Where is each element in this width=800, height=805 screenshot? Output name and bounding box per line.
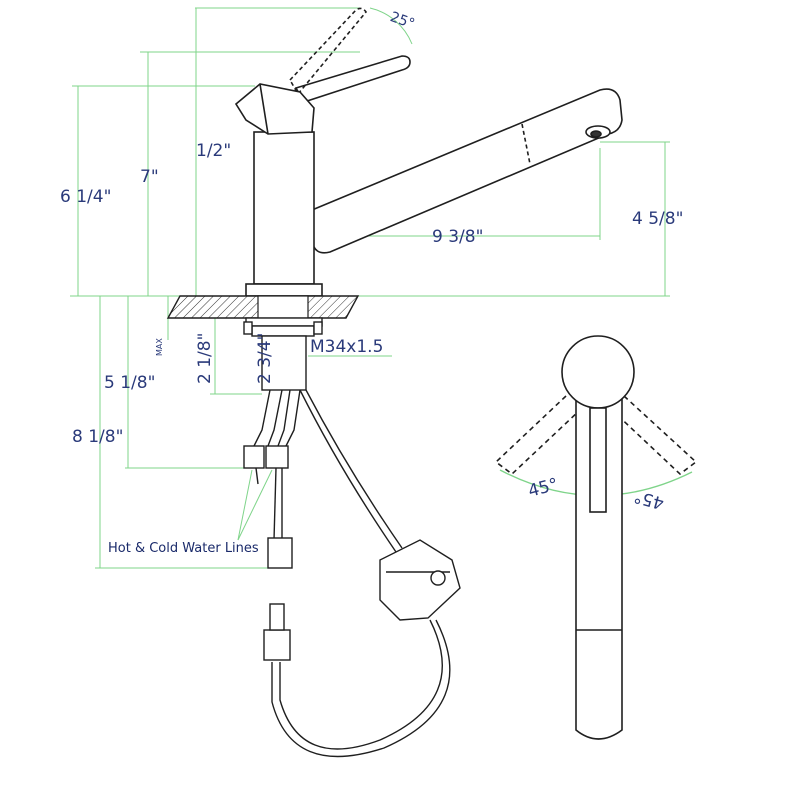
top-body-circle bbox=[561, 335, 635, 409]
overall-height-label: 1/2" bbox=[196, 141, 231, 161]
faucet-body bbox=[253, 131, 315, 285]
counter-deck bbox=[166, 295, 360, 319]
hose-inlet-label: 5 1/8" bbox=[104, 373, 155, 393]
spout-height-label: 7" bbox=[140, 167, 159, 187]
max-tag: MAX bbox=[155, 338, 164, 356]
thread-spec-label: M34x1.5 bbox=[310, 337, 383, 357]
water-lines-callout: Hot & Cold Water Lines bbox=[108, 541, 259, 556]
deck-thickness-label: 2 1/8" bbox=[195, 333, 215, 384]
lever-handle bbox=[294, 55, 411, 103]
shank-assembly bbox=[243, 317, 461, 758]
rotation-right-label: 45° bbox=[632, 486, 666, 513]
rotation-left-label: 45° bbox=[526, 475, 560, 502]
lever-angle-label: 25° bbox=[388, 9, 417, 33]
spout bbox=[311, 88, 623, 254]
dimension-lines bbox=[70, 7, 693, 569]
spout-reach-label: 9 3/8" bbox=[432, 227, 483, 247]
top-handle bbox=[589, 407, 607, 513]
body-height-label: 6 1/4" bbox=[60, 187, 111, 207]
dimension-labels: 25° 1/2" 7" 6 1/4" 9 3/8" 4 5/8" MAX 2 1… bbox=[60, 9, 683, 556]
faucet-side-view bbox=[234, 7, 623, 297]
base-flange bbox=[245, 283, 323, 297]
top-spout bbox=[575, 389, 623, 740]
hose-weight bbox=[379, 539, 461, 621]
handle-cap bbox=[234, 83, 315, 135]
outlet-height-label: 4 5/8" bbox=[632, 209, 683, 229]
supply-length-label: 8 1/8" bbox=[72, 427, 123, 447]
faucet-top-view bbox=[494, 335, 698, 740]
shank-length-label: 2 3/4" bbox=[255, 333, 275, 384]
